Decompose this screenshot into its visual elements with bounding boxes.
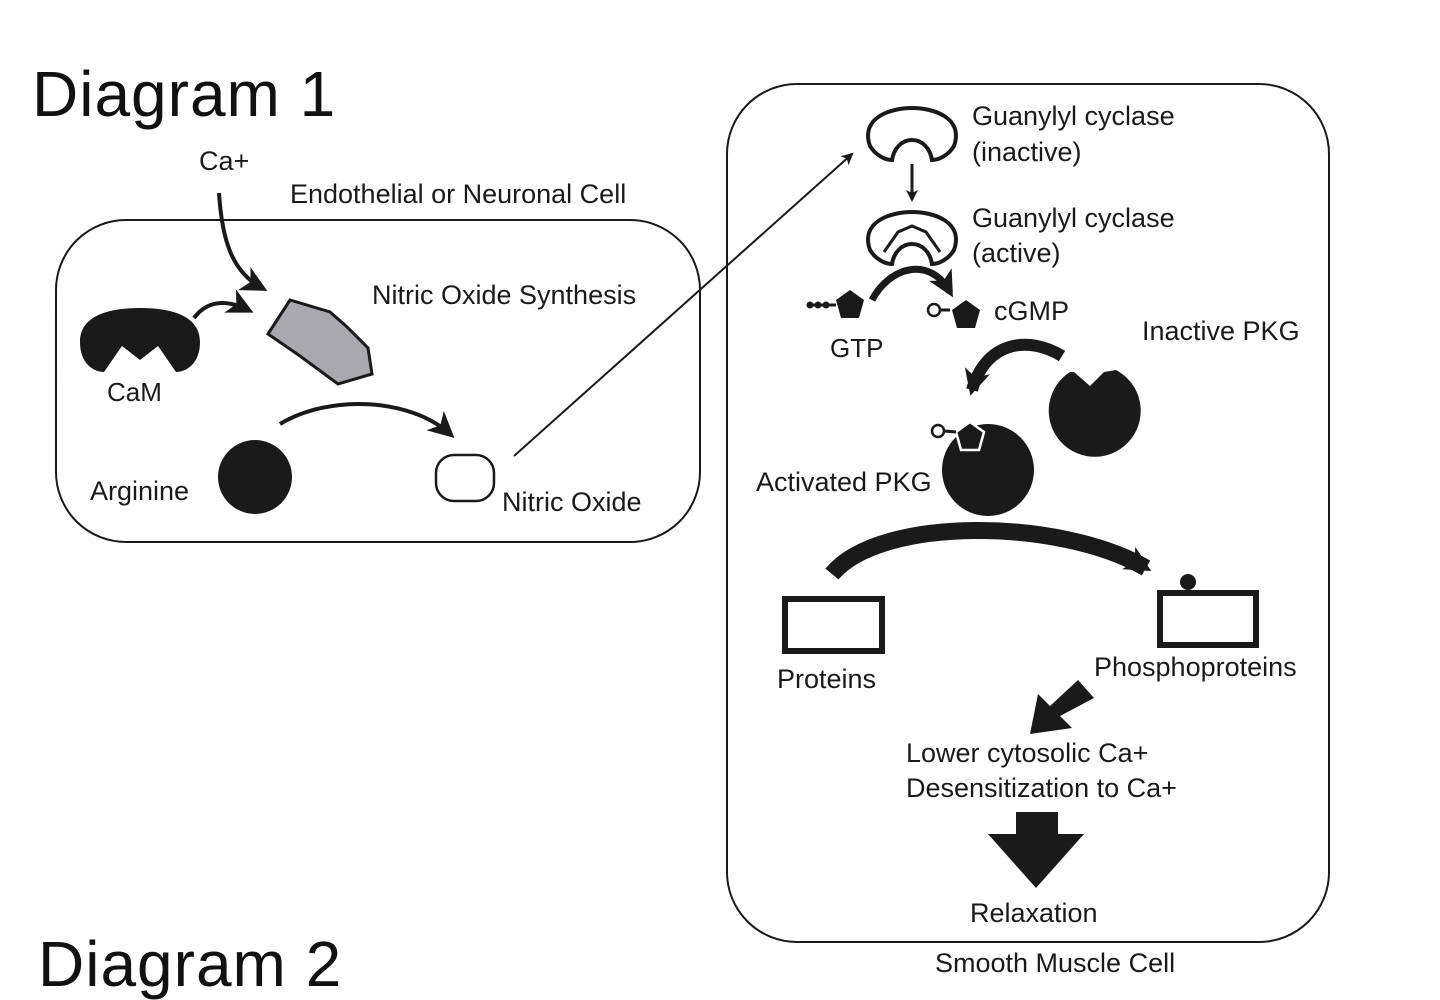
cgmp-binding-arrow (964, 338, 1066, 396)
phosphorylation-arrow (825, 522, 1152, 580)
activated-pkg-link (943, 429, 957, 434)
activated-pkg-phosphate-icon (930, 423, 946, 439)
phosphoproteins-effect-arrow (1030, 680, 1094, 734)
smooth-muscle-cell-boundary (726, 83, 1330, 943)
ca-arrow (217, 192, 268, 291)
activated-pkg-shape (942, 424, 1034, 516)
gc-inactive-label-line2: (inactive) (972, 137, 1082, 167)
cam-shape (80, 308, 200, 372)
cam-to-nos-arrow (192, 289, 254, 320)
gtp-molecule (806, 290, 864, 318)
relaxation-arrow (988, 812, 1084, 888)
activated-pkg-label: Activated PKG (756, 467, 932, 497)
nitric-oxide-label: Nitric Oxide (502, 487, 642, 517)
phosphate-group-icon (1180, 574, 1196, 590)
cgmp-molecule (926, 300, 980, 328)
desensitization-label: Desensitization to Ca+ (906, 773, 1177, 803)
guanylyl-cyclase-inactive-shape (866, 105, 958, 163)
phosphoproteins-shape (1157, 590, 1259, 648)
gc-active-label-line2: (active) (972, 238, 1061, 268)
relaxation-label: Relaxation (970, 898, 1098, 928)
gc-inactive-label-line1: Guanylyl cyclase (972, 101, 1175, 131)
activated-pkg-bound-cgmp (954, 420, 986, 452)
endothelial-cell-boundary (55, 219, 701, 543)
endothelial-cell-label: Endothelial or Neuronal Cell (290, 179, 626, 209)
nos-enzyme-shape (265, 298, 374, 386)
gtp-label: GTP (830, 333, 883, 363)
ca-label: Ca+ (199, 146, 249, 176)
gc-active-label-line1: Guanylyl cyclase (972, 203, 1175, 233)
cam-label: CaM (107, 377, 162, 407)
diagram-1-title: Diagram 1 (32, 58, 337, 130)
arginine-label: Arginine (90, 476, 189, 506)
cgmp-label: cGMP (994, 296, 1069, 326)
gtp-to-cgmp-arrow (868, 265, 954, 302)
proteins-label: Proteins (777, 664, 876, 694)
lower-cytosolic-ca-label: Lower cytosolic Ca+ (906, 738, 1148, 768)
inactive-pkg-shape (1048, 370, 1141, 457)
phosphoproteins-label: Phosphoproteins (1094, 652, 1297, 682)
inactive-pkg-label: Inactive PKG (1142, 316, 1300, 346)
arginine-shape (218, 440, 292, 514)
nitric-oxide-shape (434, 453, 496, 503)
smooth-muscle-cell-label: Smooth Muscle Cell (935, 948, 1175, 973)
guanylyl-cyclase-active-inner (882, 224, 942, 253)
nos-label: Nitric Oxide Synthesis (372, 280, 636, 310)
arginine-to-no-arrow (278, 402, 455, 439)
signaling-diagram: Endothelial or Neuronal Cell Ca+ CaM Nit… (55, 83, 1330, 973)
proteins-shape (782, 596, 885, 654)
guanylyl-cyclase-active-shape (866, 209, 958, 267)
no-to-guanylyl-cyclase-arrow (513, 152, 854, 457)
